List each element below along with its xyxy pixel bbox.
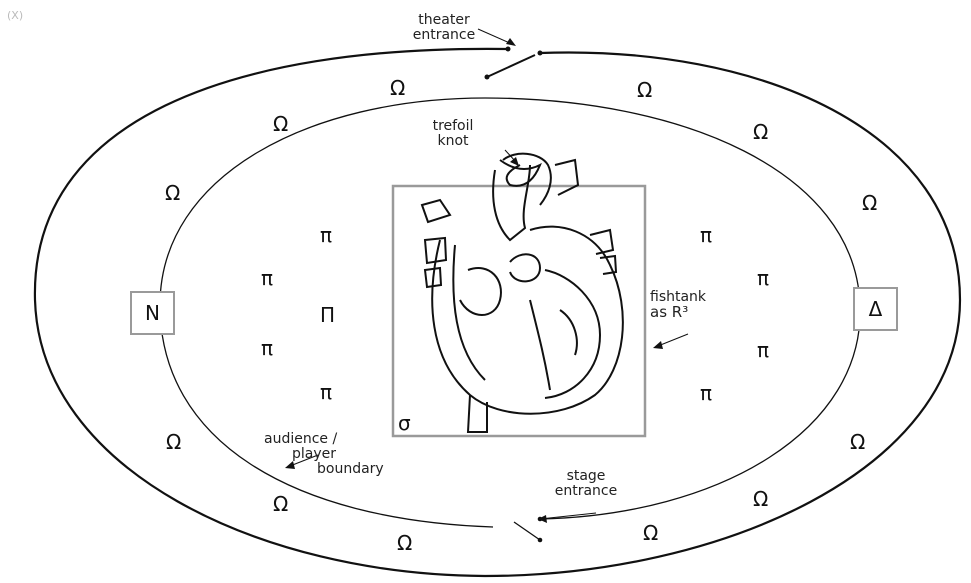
audience-boundary-label: audience / player boundary (264, 432, 374, 477)
stage-door (514, 522, 540, 540)
omega-symbol: Ω (273, 494, 288, 514)
omega-symbol: Ω (643, 523, 658, 543)
capital-pi-symbol: Π (320, 305, 335, 325)
omega-symbol: Ω (273, 114, 288, 134)
fishtank-box (393, 186, 645, 436)
delta-box: Δ (853, 287, 898, 331)
omega-symbol: Ω (862, 193, 877, 213)
omega-symbol: Ω (165, 183, 180, 203)
corner-mark: (X) (7, 9, 23, 22)
pi-symbol: π (757, 340, 769, 360)
theater-door (487, 55, 535, 77)
omega-symbol: Ω (166, 432, 181, 452)
pi-symbol: π (700, 383, 712, 403)
omega-symbol: Ω (390, 78, 405, 98)
omega-symbol: Ω (753, 489, 768, 509)
trefoil-knot-label: trefoil knot (418, 119, 488, 149)
stage-entrance-label: stage entrance (546, 469, 626, 499)
omega-symbol: Ω (397, 533, 412, 553)
pi-symbol: π (757, 268, 769, 288)
pi-symbol: π (320, 382, 332, 402)
omega-symbol: Ω (753, 122, 768, 142)
theater-entrance-label: theater entrance (404, 13, 484, 43)
pi-symbol: π (261, 338, 273, 358)
pi-symbol: π (261, 268, 273, 288)
fishtank-label: fishtank as R³ (650, 290, 726, 320)
pi-symbol: π (320, 225, 332, 245)
omega-symbol: Ω (637, 80, 652, 100)
pi-symbol: π (700, 225, 712, 245)
sigma-symbol: σ (398, 413, 411, 433)
north-box: N (130, 291, 175, 335)
omega-symbol: Ω (850, 432, 865, 452)
